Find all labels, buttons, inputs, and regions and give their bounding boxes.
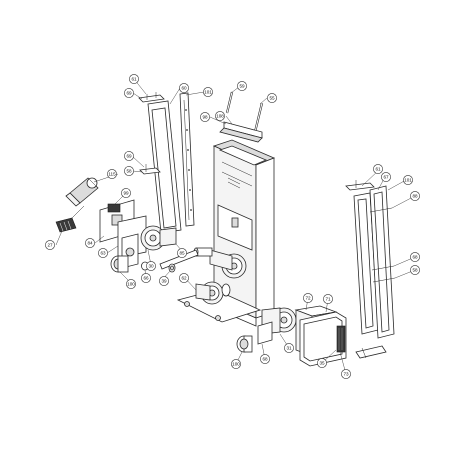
callout-62: 62 xyxy=(179,273,189,283)
callout-99: 99 xyxy=(121,188,131,198)
callout-39: 39 xyxy=(159,276,169,286)
main-housing xyxy=(212,139,276,327)
door-panel-71 xyxy=(299,311,347,367)
callout-101-top: 101 xyxy=(203,87,213,97)
right-rail-back xyxy=(369,185,396,339)
callout-68-bottom: 68 xyxy=(260,354,270,364)
callout-108: 108 xyxy=(215,111,225,121)
svg-text:100: 100 xyxy=(232,362,240,367)
svg-text:84: 84 xyxy=(87,241,93,246)
svg-text:101: 101 xyxy=(204,90,212,95)
svg-text:68: 68 xyxy=(262,357,268,362)
callout-31: 31 xyxy=(284,343,294,353)
connector-27 xyxy=(55,205,85,233)
callout-60: 60 xyxy=(179,83,189,93)
svg-text:66: 66 xyxy=(143,276,149,281)
svg-text:69: 69 xyxy=(126,91,132,96)
angle-bracket-108 xyxy=(219,121,263,143)
svg-text:71: 71 xyxy=(325,297,331,302)
rod-55 xyxy=(253,102,264,133)
callout-27: 27 xyxy=(45,240,55,250)
svg-text:88: 88 xyxy=(412,194,418,199)
callout-100-left: 100 xyxy=(126,279,136,289)
svg-text:115: 115 xyxy=(108,172,116,177)
svg-text:99: 99 xyxy=(123,191,129,196)
motor-115 xyxy=(65,177,99,207)
svg-text:27: 27 xyxy=(47,243,53,248)
svg-text:61: 61 xyxy=(131,77,137,82)
rod-59 xyxy=(225,91,234,114)
left-top-bracket xyxy=(138,92,165,103)
callout-100-bottom: 100 xyxy=(231,359,241,369)
lower-fan-assembly xyxy=(195,281,231,305)
fitting-39 xyxy=(168,263,176,273)
callout-67: 67 xyxy=(381,172,391,182)
callout-85: 85 xyxy=(177,248,187,258)
fan-31-assembly xyxy=(257,307,297,345)
callout-59: 59 xyxy=(237,81,247,91)
callout-72: 72 xyxy=(303,293,313,303)
callout-68-right: 68 xyxy=(410,252,420,262)
left-mid-bracket xyxy=(139,164,161,175)
callout-69-mid-left: 69 xyxy=(124,151,134,161)
callout-58-right: 58 xyxy=(410,265,420,275)
callout-69-top-left: 69 xyxy=(124,88,134,98)
svg-text:31: 31 xyxy=(286,346,292,351)
callout-61-right: 61 xyxy=(373,164,383,174)
svg-text:60: 60 xyxy=(181,86,187,91)
callout-30: 30 xyxy=(146,261,156,271)
callout-55: 55 xyxy=(267,93,277,103)
svg-text:85: 85 xyxy=(179,251,185,256)
svg-text:108: 108 xyxy=(216,114,224,119)
left-vertical-rail-inner xyxy=(179,92,195,227)
left-vertical-rail-outer xyxy=(147,100,182,234)
duct-100-right xyxy=(236,335,253,353)
svg-text:35: 35 xyxy=(319,361,325,366)
svg-text:59: 59 xyxy=(239,84,245,89)
callout-58-left: 58 xyxy=(124,166,134,176)
svg-text:100: 100 xyxy=(127,282,135,287)
svg-text:101: 101 xyxy=(404,178,412,183)
svg-text:61: 61 xyxy=(375,167,381,172)
right-top-bracket xyxy=(345,180,375,191)
callout-84: 84 xyxy=(85,238,95,248)
callout-115: 115 xyxy=(107,169,117,179)
callout-88: 88 xyxy=(410,191,420,201)
callout-63: 63 xyxy=(98,248,108,258)
svg-text:39: 39 xyxy=(161,279,167,284)
svg-text:98: 98 xyxy=(202,115,208,120)
svg-text:63: 63 xyxy=(100,251,106,256)
svg-text:68: 68 xyxy=(412,255,418,260)
duct-100-left xyxy=(110,255,129,273)
svg-text:55: 55 xyxy=(269,96,275,101)
callout-61-top-left: 61 xyxy=(129,74,139,84)
svg-text:58: 58 xyxy=(126,169,132,174)
svg-text:72: 72 xyxy=(305,296,311,301)
svg-text:67: 67 xyxy=(383,175,389,180)
callout-101-right: 101 xyxy=(403,175,413,185)
svg-text:69: 69 xyxy=(126,154,132,159)
callout-98: 98 xyxy=(200,112,210,122)
svg-text:30: 30 xyxy=(148,264,154,269)
callouts: 61 69 60 101 59 55 98 108 69 58 115 99 2… xyxy=(45,74,420,379)
insulation-73 xyxy=(336,325,346,353)
callout-35: 35 xyxy=(317,358,327,368)
right-bottom-bracket xyxy=(355,345,387,359)
upper-fan-assembly xyxy=(193,247,247,279)
callout-66: 66 xyxy=(141,273,151,283)
svg-text:62: 62 xyxy=(181,276,187,281)
svg-text:58: 58 xyxy=(412,268,418,273)
callout-73: 73 xyxy=(341,369,351,379)
callout-71: 71 xyxy=(323,294,333,304)
svg-text:73: 73 xyxy=(343,372,349,377)
